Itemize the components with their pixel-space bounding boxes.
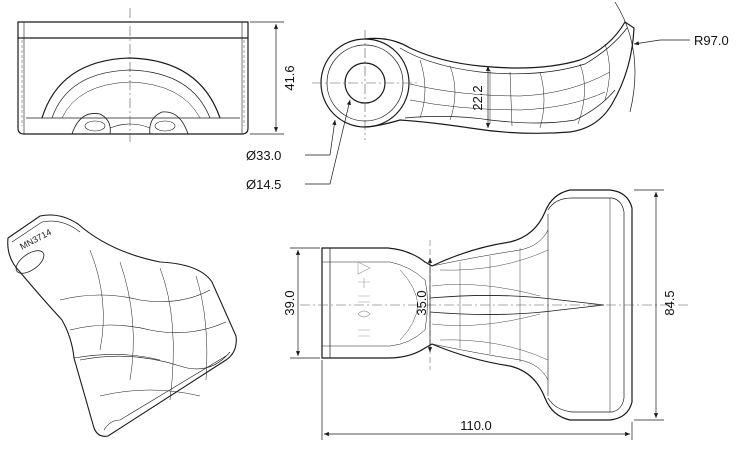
label-blade-width: 84.5 xyxy=(662,290,677,315)
label-inner-diameter: Ø14.5 xyxy=(246,177,281,192)
dim-overall-length xyxy=(321,360,633,440)
dim-radius-tip xyxy=(633,39,690,46)
isometric-view xyxy=(7,214,237,437)
dim-height-front xyxy=(250,21,284,135)
label-neck-width: 35.0 xyxy=(414,290,429,315)
label-outer-diameter: Ø33.0 xyxy=(246,148,281,163)
label-hub-width: 39.0 xyxy=(282,290,297,315)
dim-blade-width xyxy=(634,189,664,421)
label-overall-length: 110.0 xyxy=(460,418,492,433)
label-radius-tip: R97.0 xyxy=(694,33,729,48)
engraved-marks xyxy=(357,261,371,337)
part-marking: MN3714 xyxy=(18,227,53,252)
dim-hub-width xyxy=(290,247,320,359)
side-view xyxy=(320,1,636,134)
label-hub-height: 22.2 xyxy=(470,85,485,110)
front-view xyxy=(17,21,249,135)
label-height-front: 41.6 xyxy=(282,65,297,90)
side-center-lines xyxy=(312,30,420,140)
dim-diameters xyxy=(305,99,351,185)
